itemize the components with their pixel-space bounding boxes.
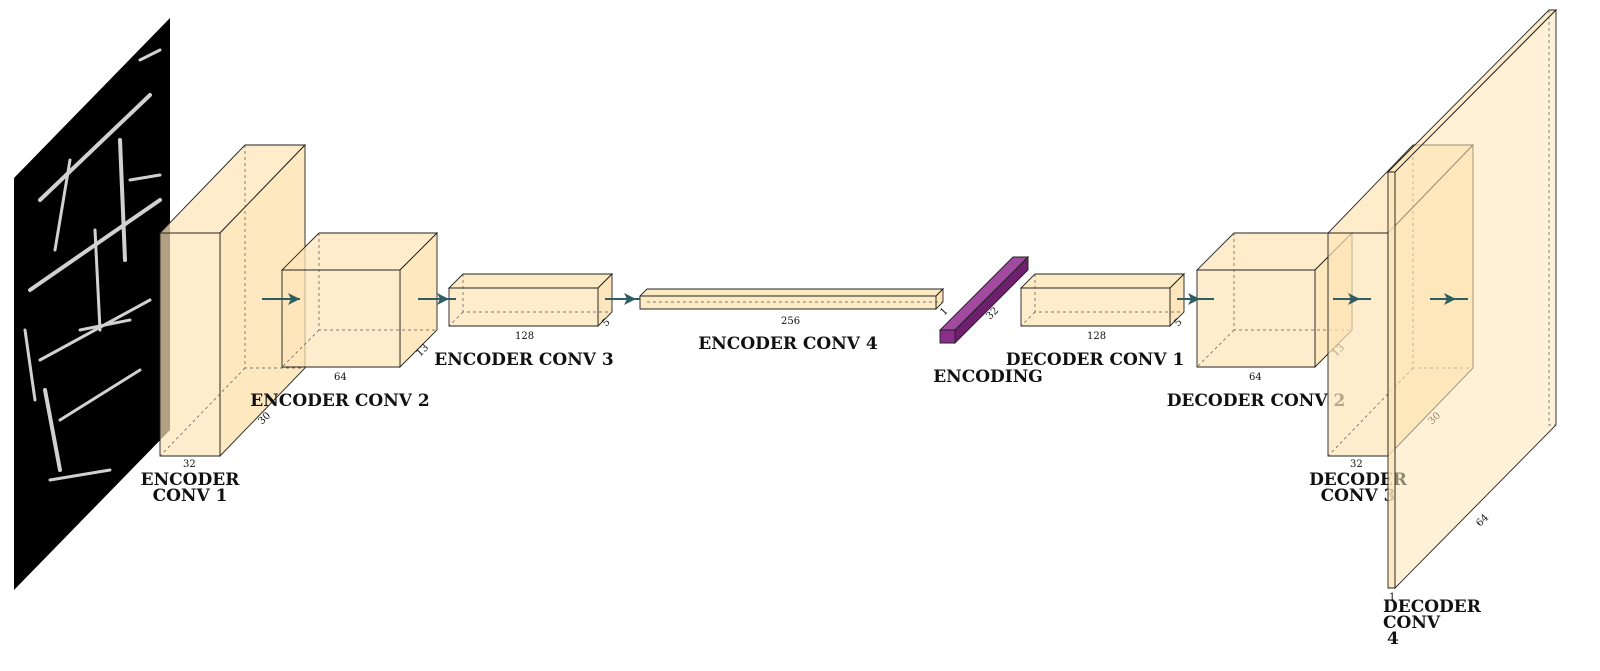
layer-decoder-conv2: 64 13 DECODER CONV 2 [1167, 231, 1354, 411]
dec3-label-line1: DECODER [1309, 470, 1408, 490]
layer-decoder-conv1: 128 5 DECODER CONV 1 [1006, 272, 1186, 370]
dec2-label: DECODER CONV 2 [1167, 391, 1346, 411]
enc1-label-line2: CONV 1 [153, 486, 228, 506]
input-image [14, 18, 170, 590]
layer-encoder-conv3: 128 5 ENCODER CONV 3 [434, 272, 614, 370]
dec4-label-line3: 4 [1387, 629, 1399, 649]
dec3-dim-width: 32 [1350, 459, 1363, 470]
enc4-dim-width: 256 [781, 316, 800, 327]
enc3-dim-depth: 5 [600, 317, 612, 329]
encoding-label: ENCODING [933, 367, 1043, 387]
dec4-label-line1: DECODER [1383, 597, 1482, 617]
layer-encoder-conv1: 32 30 ENCODER CONV 1 [141, 143, 307, 506]
layer-encoding: 1 32 ENCODING [933, 255, 1043, 387]
enc1-dim-width: 32 [183, 459, 196, 470]
enc2-dim-width: 64 [334, 372, 347, 383]
enc2-label: ENCODER CONV 2 [250, 391, 429, 411]
dec4-dim-depth: 64 [1474, 512, 1491, 529]
enc3-label: ENCODER CONV 3 [434, 350, 613, 370]
dec1-dim-depth: 5 [1172, 317, 1184, 329]
connection-arrows [262, 293, 1468, 305]
arrow-dec2-dec3 [1333, 293, 1371, 305]
dec1-label: DECODER CONV 1 [1006, 350, 1185, 370]
layer-decoder-conv4: 1 64 DECODER CONV 4 [1383, 8, 1558, 649]
enc1-label-line1: ENCODER [141, 470, 241, 490]
dec3-label-line2: CONV 3 [1321, 486, 1396, 506]
encoding-dim-1: 1 [938, 306, 950, 318]
layer-encoder-conv4: 256 ENCODER CONV 4 [638, 287, 945, 354]
enc4-label: ENCODER CONV 4 [698, 334, 878, 354]
arrow-enc1-enc2 [262, 293, 300, 305]
arrow-dec1-dec2 [1177, 293, 1214, 305]
arrow-enc2-enc3 [418, 293, 456, 305]
arrow-dec3-dec4 [1430, 293, 1468, 305]
dec4-label-line2: CONV [1383, 613, 1441, 633]
dec4-dim-width: 1 [1389, 592, 1395, 603]
dec1-dim-width: 128 [1087, 331, 1106, 342]
dec2-dim-width: 64 [1249, 372, 1262, 383]
enc3-dim-width: 128 [515, 331, 534, 342]
arrow-enc3-enc4 [605, 293, 640, 305]
